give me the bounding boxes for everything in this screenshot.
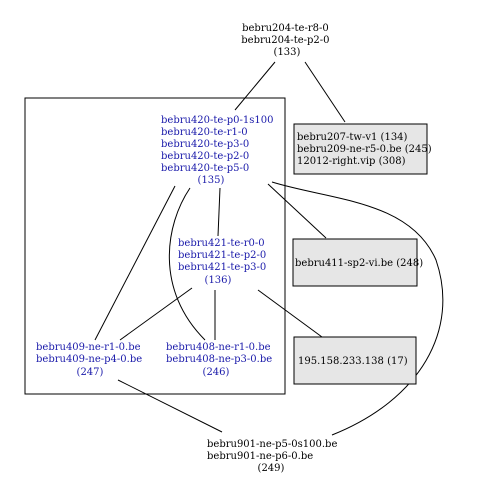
node-135: bebru420-te-p0-1s100 bebru420-te-r1-0 be… xyxy=(161,115,277,186)
edge-247-249 xyxy=(117,379,223,433)
box2-label: bebru411-sp2-vi.be (248) xyxy=(295,258,423,269)
edge-135-246 xyxy=(168,187,206,341)
edge-133-box1 xyxy=(304,61,346,123)
edge-135-136 xyxy=(217,187,221,237)
box-external-134-245-308 xyxy=(293,123,428,175)
node-246: bebru408-ne-r1-0.be bebru408-ne-p3-0.be … xyxy=(166,342,275,378)
box1-label: bebru207-tw-v1 (134) bebru209-ne-r5-0.be… xyxy=(297,132,435,167)
node-133: bebru204-te-r8-0 bebru204-te-p2-0 (133) xyxy=(241,23,332,58)
cluster-boundary xyxy=(24,97,286,395)
edge-135-249 xyxy=(271,181,444,436)
edges xyxy=(94,61,444,436)
edge-136-247 xyxy=(119,287,193,341)
edge-136-box3 xyxy=(257,289,323,338)
box-external-17 xyxy=(293,336,417,385)
edge-133-135 xyxy=(234,61,276,111)
box3-label: 195.158.233.138 (17) xyxy=(298,356,408,367)
edge-135-box2 xyxy=(267,183,327,239)
box-external-248 xyxy=(292,238,418,287)
node-247: bebru409-ne-r1-0.be bebru409-ne-p4-0.be … xyxy=(36,342,145,378)
node-249: bebru901-ne-p5-0s100.be bebru901-ne-p6-0… xyxy=(207,439,341,474)
edge-135-247 xyxy=(94,185,176,341)
node-136: bebru421-te-r0-0 bebru421-te-p2-0 bebru4… xyxy=(178,238,269,286)
